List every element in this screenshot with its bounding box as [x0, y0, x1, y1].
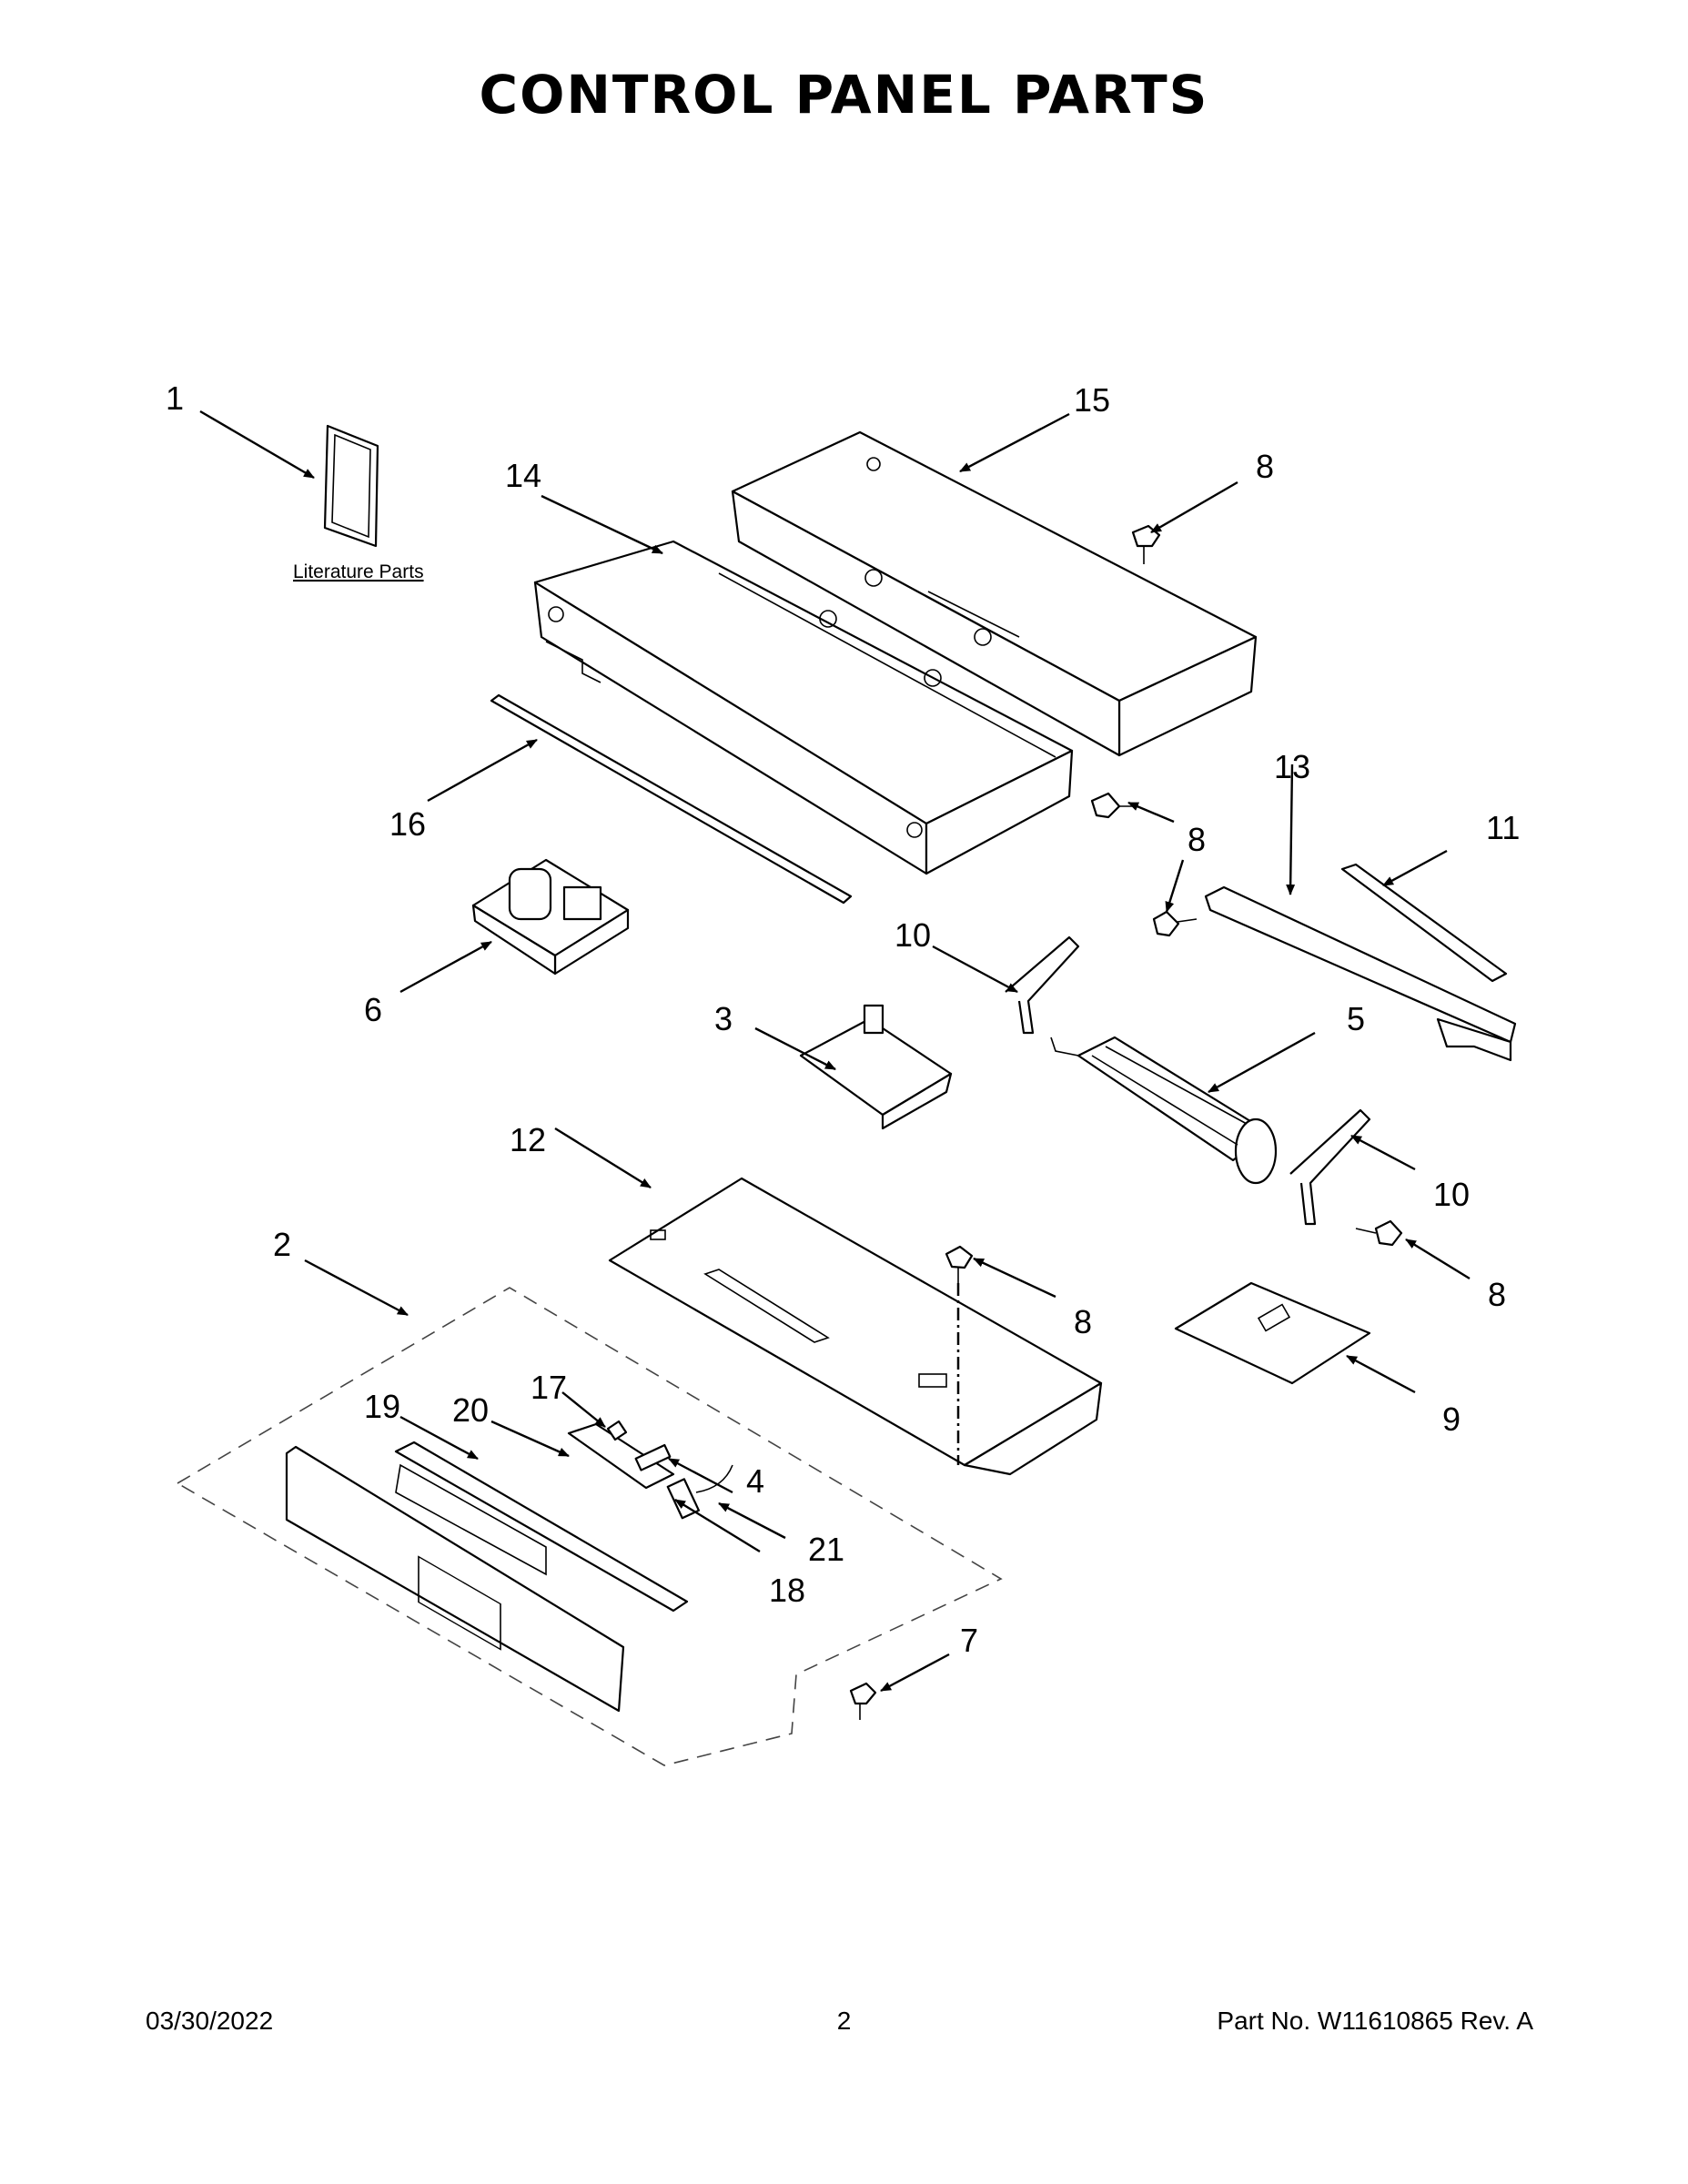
callout-numbers: 1 2 3 4 5 6 7 8 8 8 8 9 10 10 11 12 13 1…	[166, 379, 1520, 1659]
callout-8-top: 8	[1256, 448, 1274, 485]
callout-6: 6	[364, 991, 382, 1028]
callout-4: 4	[746, 1462, 764, 1500]
literature-parts	[323, 424, 379, 548]
part-13-bracket	[1204, 885, 1517, 1062]
callout-17: 17	[531, 1369, 567, 1406]
part-17-clip	[606, 1420, 628, 1441]
callout-7: 7	[960, 1622, 978, 1659]
part-2-glass-panel	[285, 1445, 625, 1713]
part-16-strip	[490, 693, 853, 905]
part-21-sensor	[695, 1464, 733, 1493]
literature-parts-label: Literature Parts	[293, 561, 424, 582]
part-3-board	[799, 1004, 953, 1130]
part-20-board	[567, 1422, 675, 1490]
footer-part-number: Part No. W11610865 Rev. A	[1217, 2007, 1533, 2035]
page-title: CONTROL PANEL PARTS	[479, 64, 1209, 126]
part-12-plate	[608, 1177, 1103, 1476]
callout-12: 12	[510, 1121, 546, 1158]
part-7-screw	[849, 1682, 877, 1720]
callout-8-right: 8	[1488, 1276, 1506, 1313]
callout-14: 14	[505, 457, 541, 494]
callout-15: 15	[1074, 381, 1110, 419]
part-11-bar	[1340, 863, 1508, 983]
part-2-assembly-outline	[176, 1287, 1003, 1766]
callout-10-upper: 10	[895, 916, 931, 954]
callout-18: 18	[769, 1572, 805, 1609]
part-8-screw-top	[1131, 524, 1161, 564]
part-6-transformer	[471, 858, 630, 976]
callout-8-mid: 8	[1188, 821, 1206, 858]
part-8-screw-mid	[1090, 792, 1137, 819]
callout-21: 21	[808, 1531, 844, 1568]
part-10-bracket-lower	[1289, 1108, 1371, 1226]
callout-10-lower: 10	[1433, 1176, 1470, 1213]
part-19-keypad	[394, 1441, 689, 1613]
callout-2: 2	[273, 1226, 291, 1263]
callout-9: 9	[1442, 1400, 1461, 1438]
callout-11: 11	[1486, 809, 1520, 846]
callout-13: 13	[1274, 748, 1310, 785]
footer-page-number: 2	[836, 2007, 852, 2035]
part-15-cover	[731, 430, 1258, 757]
part-5-blower	[1050, 1036, 1278, 1185]
callout-16: 16	[389, 805, 426, 843]
callout-20: 20	[452, 1391, 489, 1429]
callout-19: 19	[364, 1388, 400, 1425]
part-14-housing	[533, 540, 1074, 875]
part-4-connector	[634, 1443, 672, 1471]
callout-3: 3	[714, 1000, 733, 1037]
callout-1: 1	[166, 379, 184, 417]
callout-8-plate: 8	[1074, 1303, 1092, 1340]
leader-lines	[199, 410, 1471, 1693]
part-10-bracket-upper	[1005, 935, 1080, 1035]
part-8-screw-plate	[945, 1245, 974, 1283]
footer-date: 03/30/2022	[146, 2007, 274, 2035]
callout-5: 5	[1347, 1000, 1365, 1037]
part-9-pad	[1174, 1281, 1371, 1385]
part-8-screw-right	[1355, 1219, 1403, 1247]
part-8-screw-left	[1152, 910, 1198, 937]
